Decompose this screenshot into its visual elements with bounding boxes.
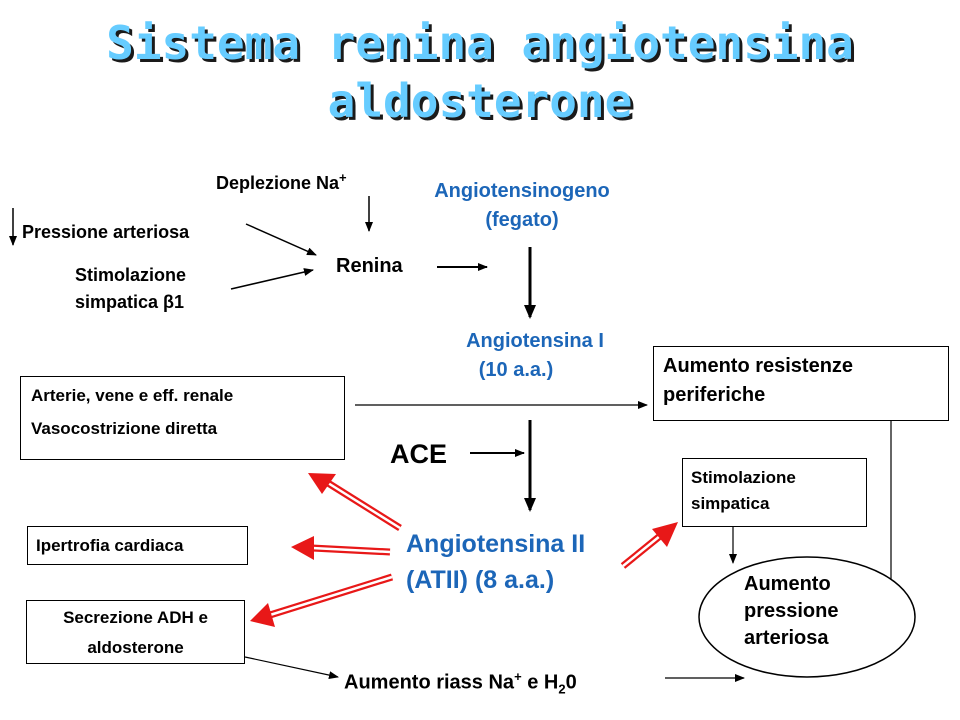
ace-label: ACE [390, 439, 448, 469]
red-arrow-to-adh [250, 573, 394, 627]
title-line-2: aldosterone [327, 74, 633, 128]
deplezione-label: Deplezione Na+ [216, 170, 347, 193]
riass-label: Aumento riass Na+ e H20 [344, 669, 577, 697]
angiotensina2-label: Angiotensina II (ATII) (8 a.a.) [406, 530, 586, 594]
arterie-box: Arterie, vene e eff. renale Vasocostrizi… [20, 376, 345, 460]
red-arrow-to-arterie [308, 473, 402, 531]
resistenze-box: Aumento resistenze periferiche [653, 346, 949, 421]
pressione-to-renina-arrow [245, 223, 317, 256]
adh-box: Secrezione ADH e aldosterone [26, 600, 245, 664]
pressione-ellipse [698, 556, 916, 678]
pressione-finale-label: Aumento pressione arteriosa [744, 573, 839, 649]
renina-label: Renina [336, 255, 403, 277]
ipertrofia-box: Ipertrofia cardiaca [27, 526, 248, 565]
stim-simp-box: Stimolazione simpatica [682, 458, 867, 527]
red-arrow-to-ipertrofia [291, 536, 391, 560]
red-arrow-to-stim-simp [620, 522, 678, 569]
stimolazione-label: Stimolazione simpatica β1 [75, 265, 187, 312]
title-line-1: Sistema renina angiotensina [106, 16, 854, 70]
adh-to-riass-arrow [244, 656, 339, 680]
pressione-label: Pressione arteriosa [22, 222, 190, 242]
page-title: Sistema renina angiotensina aldosterone [0, 14, 960, 130]
angiotensinogeno-label: Angiotensinogeno (fegato) [434, 180, 610, 231]
stimolazione-to-renina-arrow [230, 268, 314, 290]
angiotensina1-label: Angiotensina I (10 a.a.) [466, 330, 604, 381]
